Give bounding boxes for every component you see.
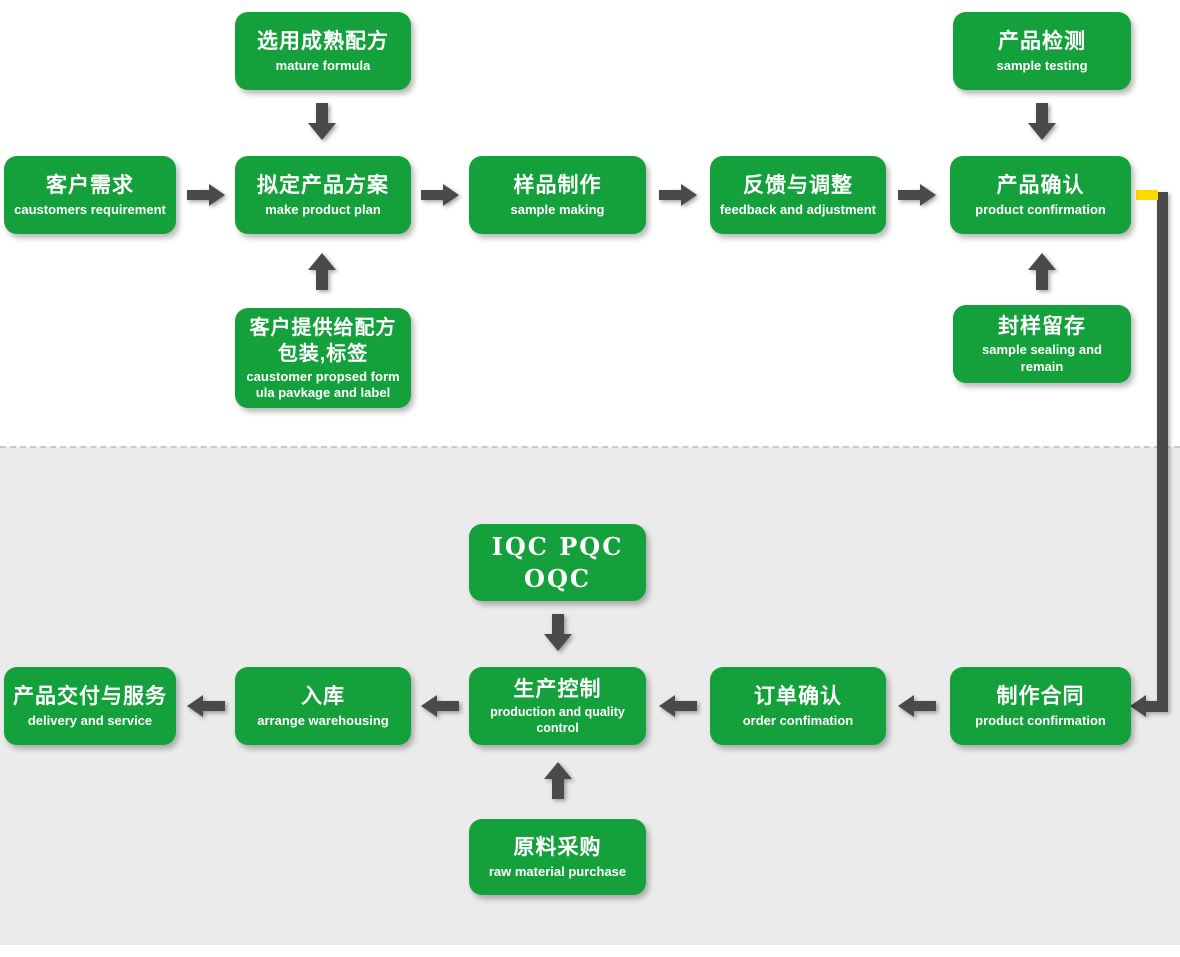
arrow-left-icon [898, 695, 936, 717]
node-title: 样品制作 [513, 174, 602, 198]
node-title: 选用成熟配方 [257, 30, 389, 54]
node-subtitle: mature formula [275, 57, 371, 73]
flow-node-make-product-plan: 拟定产品方案 make product plan [235, 156, 411, 234]
flow-node-sample-sealing: 封样留存 sample sealing and remain [953, 305, 1131, 383]
arrow-left-icon [421, 695, 459, 717]
node-subtitle: production and quality control [490, 705, 625, 735]
node-subtitle: caustomers requirement [14, 201, 166, 217]
node-subtitle: arrange warehousing [257, 712, 389, 728]
flow-node-sample-making: 样品制作 sample making [469, 156, 646, 234]
node-title: 生产控制 [513, 677, 602, 701]
node-subtitle: product confirmation [975, 201, 1106, 217]
arrow-up-icon [308, 253, 336, 291]
node-subtitle: caustomer propsed form ula pavkage and l… [246, 368, 400, 400]
node-title: 制作合同 [996, 685, 1085, 709]
arrow-right-icon [187, 184, 225, 206]
flow-node-order-confirmation: 订单确认 order confimation [710, 667, 886, 745]
flow-node-customer-requirement: 客户需求 caustomers requirement [4, 156, 176, 234]
arrow-up-icon [544, 762, 572, 800]
arrow-left-icon [659, 695, 697, 717]
node-title: 反馈与调整 [743, 174, 853, 198]
node-title: 产品检测 [998, 30, 1086, 54]
flow-node-make-contract: 制作合同 product confirmation [950, 667, 1131, 745]
flow-node-mature-formula: 选用成熟配方 mature formula [235, 12, 411, 90]
arrow-left-icon [187, 695, 225, 717]
node-subtitle: feedback and adjustment [719, 201, 877, 217]
node-subtitle: raw material purchase [488, 863, 627, 879]
flow-node-sample-testing: 产品检测 sample testing [953, 12, 1131, 90]
arrow-right-icon [421, 184, 459, 206]
node-title: 产品交付与服务 [13, 685, 167, 709]
section-divider [0, 446, 1180, 448]
arrow-right-icon [898, 184, 936, 206]
flow-node-customer-formula: 客户提供给配方 包装,标签 caustomer propsed form ula… [235, 308, 411, 408]
node-subtitle: product confirmation [975, 712, 1106, 728]
node-title: 入库 [301, 685, 345, 709]
node-subtitle: sample making [510, 201, 605, 217]
flow-node-warehousing: 入库 arrange warehousing [235, 667, 411, 745]
node-subtitle: sample sealing and remain [982, 342, 1102, 374]
flow-node-raw-material: 原料采购 raw material purchase [469, 819, 646, 895]
node-title: 拟定产品方案 [257, 174, 389, 198]
connector-vertical-line [1157, 192, 1168, 712]
arrow-down-icon [544, 614, 572, 652]
flow-node-feedback-adjustment: 反馈与调整 feedback and adjustment [710, 156, 886, 234]
flow-node-delivery-service: 产品交付与服务 delivery and service [4, 667, 176, 745]
node-subtitle: make product plan [265, 201, 381, 217]
flow-node-iqc-pqc-oqc: IQC PQC OQC [469, 524, 646, 601]
arrow-down-icon [1028, 103, 1056, 141]
flow-node-product-confirmation: 产品确认 product confirmation [950, 156, 1131, 234]
node-title: 原料采购 [513, 836, 602, 860]
node-title: 封样留存 [998, 315, 1086, 339]
node-title: 订单确认 [754, 685, 842, 709]
connector-horizontal-leg [1145, 701, 1158, 712]
arrow-up-icon [1028, 253, 1056, 291]
flow-node-production-control: 生产控制 production and quality control [469, 667, 646, 745]
connector-arrow-left-icon [1130, 695, 1146, 717]
arrow-right-icon [659, 184, 697, 206]
connector-yellow-mark [1136, 190, 1158, 200]
node-title: 客户提供给配方 包装,标签 [249, 316, 397, 365]
node-subtitle: delivery and service [27, 712, 153, 728]
node-title: IQC PQC OQC [491, 532, 624, 593]
node-subtitle: sample testing [996, 57, 1088, 73]
node-title: 客户需求 [46, 174, 134, 198]
node-subtitle: order confimation [742, 712, 854, 728]
arrow-down-icon [308, 103, 336, 141]
node-title: 产品确认 [996, 174, 1085, 198]
